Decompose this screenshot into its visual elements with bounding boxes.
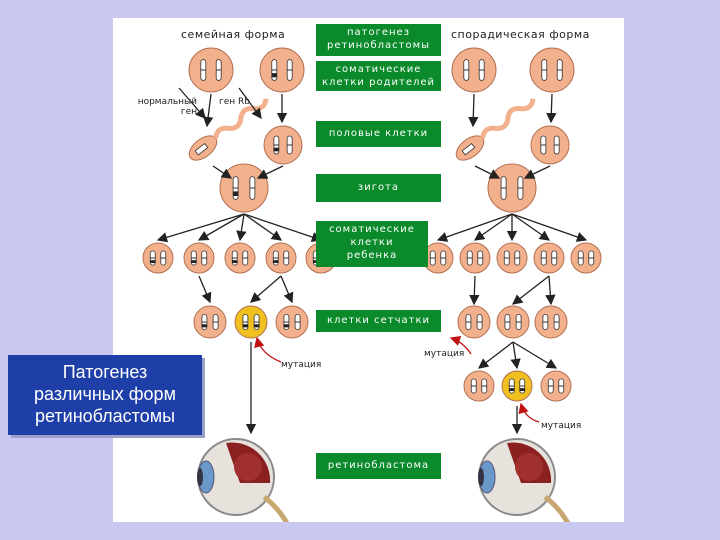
mutant-allele-mark: [273, 147, 279, 152]
arrow: [202, 93, 214, 128]
arrow: [473, 213, 513, 241]
arrow: [511, 213, 551, 241]
arrow: [178, 87, 206, 119]
cell: [530, 125, 570, 165]
mutant-allele-mark: [271, 73, 277, 78]
mutant-allele-mark: [150, 260, 156, 263]
mutation-label-familial: мутация: [281, 360, 322, 370]
mutant-cell: [234, 305, 268, 339]
cell: [529, 47, 575, 93]
arrow: [197, 213, 245, 241]
cell: [183, 242, 215, 274]
title-line-2: различных форм: [34, 384, 176, 404]
mutant-allele-mark: [233, 191, 239, 196]
mutant-allele-mark: [273, 260, 279, 263]
rb-gene-label: ген Rb: [219, 97, 250, 107]
retina-cells-box: клетки сетчатки: [316, 310, 441, 332]
cell: [487, 163, 537, 213]
arrow: [212, 165, 233, 179]
cell: [570, 242, 602, 274]
arrow: [198, 275, 212, 304]
mutation-arrow-sporadic-1: [449, 335, 472, 355]
arrow: [250, 275, 282, 303]
cell: [533, 242, 565, 274]
mutant-allele-mark: [509, 388, 515, 391]
retinoblastoma-diagram: [142, 47, 602, 522]
cell: [188, 47, 234, 93]
arrow: [510, 341, 521, 370]
mutation-arrow-familial: [254, 336, 282, 363]
mutant-allele-mark: [519, 388, 525, 391]
arrow: [546, 93, 557, 124]
cell: [463, 370, 495, 402]
title-line-1: Патогенез: [62, 362, 148, 382]
arrow: [474, 165, 501, 179]
mutant-allele-mark: [313, 260, 319, 263]
cell: [275, 305, 309, 339]
arrow: [511, 213, 588, 242]
diagram-panel: семейная форма спорадическая форма норма…: [113, 18, 624, 522]
arrow: [243, 213, 283, 241]
cell: [534, 305, 568, 339]
mutation-arrow-sporadic-2: [518, 402, 540, 423]
arrow: [512, 341, 558, 369]
cell: [265, 242, 297, 274]
arrow: [523, 165, 551, 179]
cell: [459, 242, 491, 274]
eye-familial: [197, 438, 290, 522]
arrow: [469, 275, 480, 306]
eye-sporadic: [478, 438, 571, 522]
mutant-allele-mark: [254, 324, 260, 328]
cell: [263, 125, 303, 165]
germ-cells-box: половые клетки: [316, 121, 441, 147]
normal-gene-label: нормальный ген: [137, 97, 197, 117]
mutation-label-sporadic-2: мутация: [541, 421, 582, 431]
cell: [496, 305, 530, 339]
familial-form-label: семейная форма: [181, 28, 286, 41]
mutant-cell: [501, 370, 533, 402]
arrow: [243, 213, 323, 243]
arrow: [238, 87, 262, 120]
cell: [457, 305, 491, 339]
sporadic-form-label: спорадическая форма: [451, 28, 590, 41]
mutant-allele-mark: [283, 324, 289, 328]
arrow: [477, 341, 514, 369]
arrow: [256, 165, 284, 179]
cell: [259, 47, 305, 93]
arrow: [545, 275, 556, 306]
cell: [219, 163, 269, 213]
cell: [224, 242, 256, 274]
title-line-3: ретинобластомы: [34, 406, 176, 426]
child-somatic-cells-box: соматические клетки ребенка: [316, 221, 428, 267]
cell: [193, 305, 227, 339]
mutant-allele-mark: [191, 260, 197, 263]
mutant-allele-mark: [201, 324, 207, 328]
mutant-allele-mark: [242, 324, 248, 328]
arrow: [236, 213, 247, 242]
arrow: [468, 93, 479, 128]
slide-title-box: Патогенез различных форм ретинобластомы: [8, 355, 202, 435]
pathogenesis-box: патогенез ретинобластомы: [316, 24, 441, 56]
mutation-label-sporadic-1: мутация: [424, 349, 465, 359]
cell: [540, 370, 572, 402]
parent-somatic-cells-box: соматические клетки родителей: [316, 61, 441, 91]
mutant-allele-mark: [232, 260, 238, 263]
cell: [496, 242, 528, 274]
retinoblastoma-box: ретинобластома: [316, 453, 441, 479]
cell: [451, 47, 497, 93]
arrow: [280, 275, 294, 304]
arrow: [511, 275, 550, 305]
cell: [142, 242, 174, 274]
sperm-cell-sporadic: [455, 98, 536, 161]
arrow: [156, 213, 245, 243]
zygote-box: зигота: [316, 174, 441, 202]
arrow: [436, 213, 513, 242]
